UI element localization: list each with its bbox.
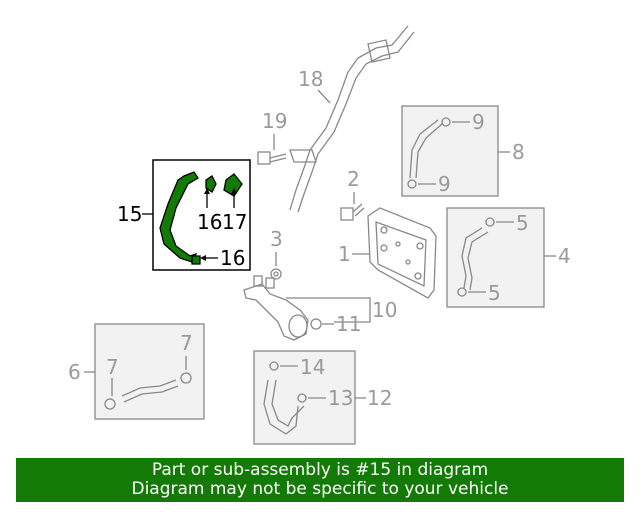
callout-16a: 16 bbox=[197, 210, 222, 234]
callout-9a: 9 bbox=[472, 110, 485, 134]
part-18-tube bbox=[289, 25, 415, 213]
callout-19: 19 bbox=[262, 109, 287, 133]
callout-2: 2 bbox=[347, 167, 360, 191]
callout-7b: 7 bbox=[180, 331, 193, 355]
banner-line-1: Part or sub-assembly is #15 in diagram bbox=[151, 460, 489, 480]
part-1-housing bbox=[367, 207, 437, 299]
leader-18 bbox=[317, 89, 331, 104]
callout-1: 1 bbox=[338, 242, 351, 266]
info-banner: Part or sub-assembly is #15 in diagram D… bbox=[16, 458, 624, 502]
part-15-hose bbox=[159, 171, 243, 265]
callout-3: 3 bbox=[270, 227, 283, 251]
box-6 bbox=[94, 323, 205, 420]
callout-8: 8 bbox=[512, 140, 525, 164]
part-4-hose bbox=[457, 217, 495, 297]
callout-9b: 9 bbox=[438, 172, 451, 196]
callout-6: 6 bbox=[68, 360, 81, 384]
part-11-oring bbox=[310, 318, 322, 330]
banner-line-2: Diagram may not be specific to your vehi… bbox=[131, 479, 509, 499]
callout-13: 13 bbox=[328, 386, 353, 410]
callout-16b: 16 bbox=[220, 246, 245, 270]
callout-4: 4 bbox=[558, 244, 571, 268]
part-10-thermostat-housing bbox=[243, 275, 309, 341]
part-6-hose bbox=[104, 372, 192, 410]
part-19-bolt bbox=[257, 151, 287, 165]
box-12 bbox=[253, 350, 356, 445]
callout-10: 10 bbox=[372, 298, 397, 322]
part-2-bolt bbox=[340, 203, 365, 221]
callout-14: 14 bbox=[300, 355, 325, 379]
callout-18: 18 bbox=[298, 67, 323, 91]
leader-10 bbox=[286, 297, 371, 323]
part-8-hose bbox=[407, 117, 451, 189]
part-3-washer bbox=[270, 268, 282, 280]
callout-5b: 5 bbox=[488, 281, 501, 305]
part-12-hose bbox=[263, 361, 307, 435]
callout-12: 12 bbox=[367, 386, 392, 410]
callout-15: 15 bbox=[117, 202, 142, 226]
callout-5a: 5 bbox=[516, 211, 529, 235]
callout-17: 17 bbox=[222, 210, 247, 234]
callout-7a: 7 bbox=[106, 355, 119, 379]
callout-11: 11 bbox=[336, 312, 361, 336]
box-4 bbox=[446, 207, 545, 308]
